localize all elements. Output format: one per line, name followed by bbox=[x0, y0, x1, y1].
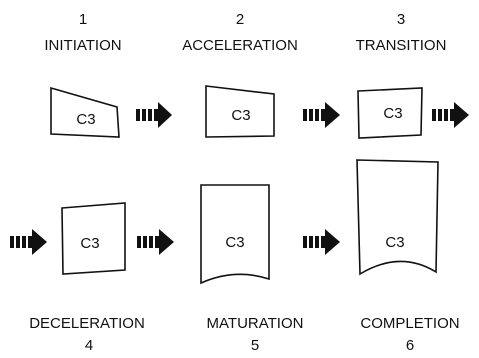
stage-1-number: 1 bbox=[79, 11, 87, 28]
stage-4-shape: C3 bbox=[61, 202, 126, 275]
stage-3-heading: 3 TRANSITION bbox=[356, 11, 447, 54]
stage-4-box-label: C3 bbox=[80, 235, 99, 252]
arrow-3-out bbox=[432, 102, 469, 128]
stage-5-heading: MATURATION 5 bbox=[207, 315, 304, 354]
stage-2-shape: C3 bbox=[205, 85, 275, 138]
arrow-into-4 bbox=[10, 229, 47, 255]
stage-6-box-label: C3 bbox=[385, 234, 404, 251]
stage-5-box-label: C3 bbox=[225, 234, 244, 251]
stage-6-name: COMPLETION bbox=[360, 315, 459, 332]
arrow-2-to-3 bbox=[303, 102, 340, 128]
arrow-4-to-5 bbox=[137, 229, 174, 255]
stage-5-name: MATURATION bbox=[207, 315, 304, 332]
stage-1-box-label: C3 bbox=[76, 111, 95, 128]
stage-3-shape: C3 bbox=[357, 87, 423, 139]
arrow-1-to-2 bbox=[136, 102, 172, 128]
stage-2-box-label: C3 bbox=[231, 107, 250, 124]
stage-5-number: 5 bbox=[251, 337, 259, 354]
stage-4-name: DECELERATION bbox=[29, 315, 145, 332]
stage-2-number: 2 bbox=[236, 11, 244, 28]
stage-2-name: ACCELERATION bbox=[182, 37, 298, 54]
stage-3-box-label: C3 bbox=[383, 105, 402, 122]
arrow-5-to-6 bbox=[303, 229, 340, 255]
stage-6-number: 6 bbox=[406, 337, 414, 354]
stage-6-shape: C3 bbox=[356, 159, 439, 276]
stage-4-number: 4 bbox=[85, 337, 93, 354]
stage-1-heading: 1 INITIATION bbox=[44, 11, 121, 54]
stage-1-name: INITIATION bbox=[44, 37, 121, 54]
stage-2-heading: 2 ACCELERATION bbox=[182, 11, 298, 54]
stage-1-shape: C3 bbox=[50, 86, 120, 138]
stage-5-shape: C3 bbox=[200, 184, 270, 285]
stage-3-number: 3 bbox=[397, 11, 405, 28]
stage-4-heading: DECELERATION 4 bbox=[29, 315, 145, 354]
stage-3-name: TRANSITION bbox=[356, 37, 447, 54]
stage-6-heading: COMPLETION 6 bbox=[360, 315, 459, 354]
